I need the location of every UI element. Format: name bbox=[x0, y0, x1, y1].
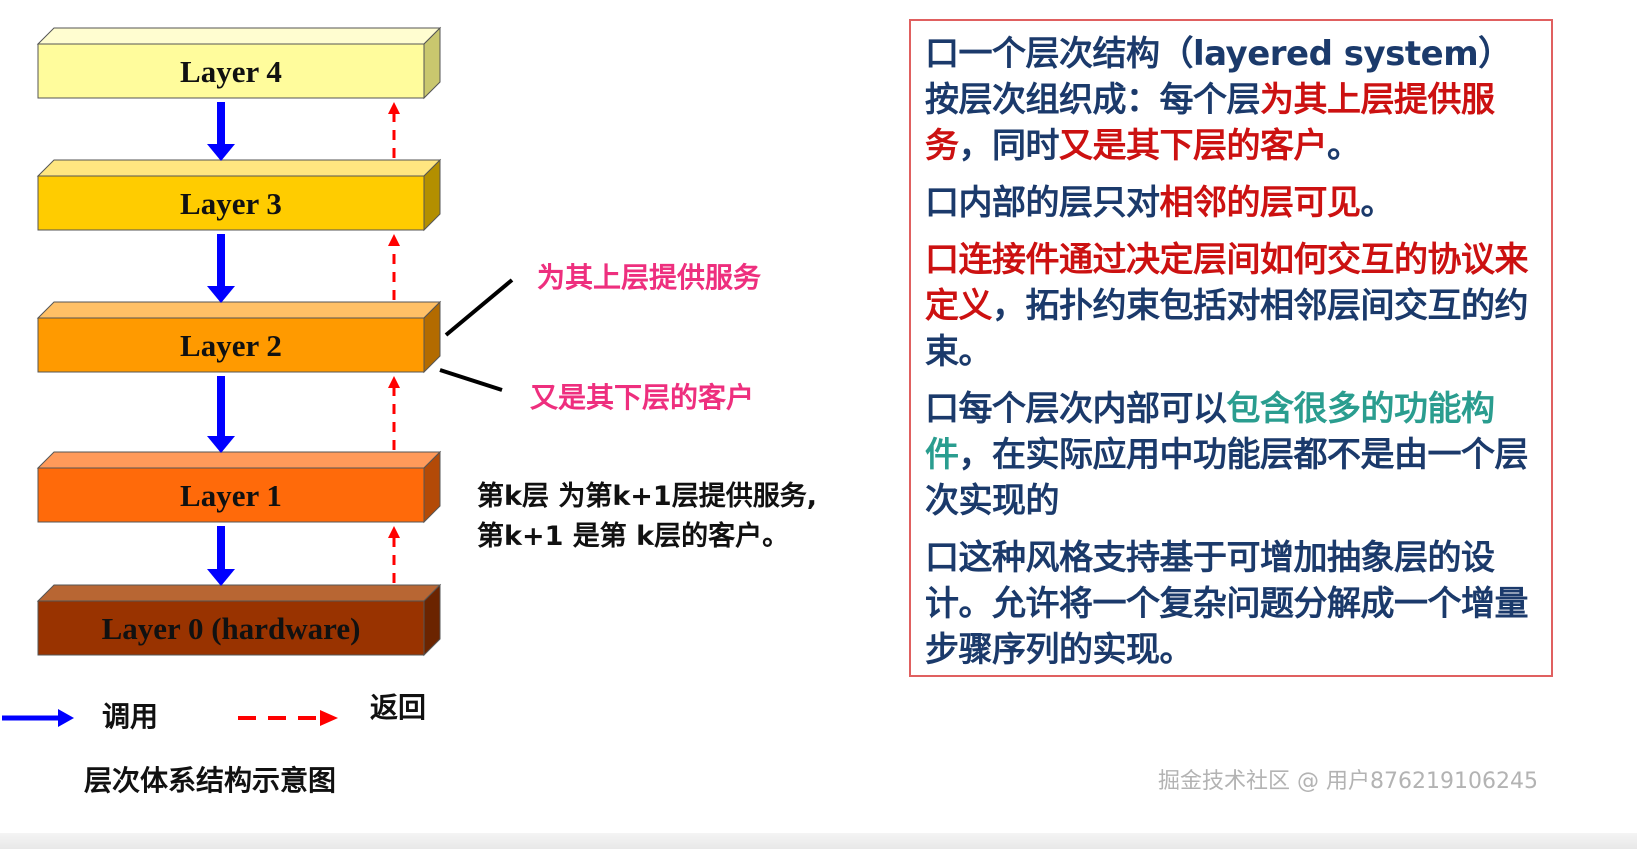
p3-text-b: ，拓扑约束包括对相邻层间交互的约束。 bbox=[925, 286, 1529, 372]
layer-top-face bbox=[36, 451, 442, 469]
p1-highlight-provides: 为其上层提供服务 bbox=[925, 80, 1495, 166]
watermark: 掘金技术社区 @ 用户876219106245 bbox=[1158, 769, 1538, 794]
layer-front-face bbox=[37, 467, 425, 523]
description-box: 口一个层次结构（layered system）按层次组织成：每个层为其上层提供服… bbox=[909, 19, 1553, 677]
client-label: 又是其下层的客户 bbox=[530, 381, 754, 414]
layer-label: Layer 2 bbox=[180, 328, 282, 363]
return-arrow-head bbox=[388, 526, 400, 538]
p2-highlight-adjacent: 相邻的层可见 bbox=[1159, 183, 1362, 223]
paragraph-visibility: 口内部的层只对相邻的层可见。 bbox=[925, 180, 1537, 226]
p2-text-a: 口内部的层只对 bbox=[925, 183, 1160, 223]
p1-highlight-client: 又是其下层的客户 bbox=[1059, 126, 1328, 166]
call-arrow-head bbox=[207, 144, 235, 161]
layer-box-3: Layer 3 bbox=[36, 158, 442, 232]
call-arrow-head bbox=[207, 569, 235, 586]
layer-box-2: Layer 2 bbox=[36, 300, 442, 374]
paragraph-components: 口每个层次内部可以包含很多的功能构件，在实际应用中功能层都不是由一个层次实现的 bbox=[925, 386, 1537, 524]
layer-box-0: Layer 0 (hardware) bbox=[36, 583, 442, 657]
layer-relation-note-line1: 第k层 为第k+1层提供服务, bbox=[477, 480, 817, 512]
legend-call-label: 调用 bbox=[102, 700, 158, 733]
layer-top-face bbox=[36, 159, 442, 177]
client-connector-line bbox=[439, 368, 503, 392]
layer-box-1: Layer 1 bbox=[36, 450, 442, 524]
layer-top-face bbox=[36, 27, 442, 45]
layer-relation-note-line2: 第k+1 是第 k层的客户。 bbox=[477, 520, 789, 552]
layer-label: Layer 1 bbox=[180, 478, 282, 513]
layer-top-face bbox=[36, 584, 442, 602]
return-arrow-head bbox=[388, 376, 400, 388]
layers-stack: Layer 4 Layer 3 Layer 2 Layer 1 Layer 0 (har… bbox=[36, 26, 442, 657]
legend-return-arrowhead bbox=[320, 710, 338, 726]
layer-front-face bbox=[37, 600, 425, 656]
diagram-caption: 层次体系结构示意图 bbox=[84, 764, 336, 797]
layer-top-face bbox=[36, 301, 442, 319]
layer-label: Layer 3 bbox=[180, 186, 282, 221]
layered-architecture-diagram: Layer 4 Layer 3 Layer 2 Layer 1 Layer 0 (har… bbox=[2, 26, 817, 797]
p2-text-c: 。 bbox=[1360, 183, 1395, 223]
call-arrow-head bbox=[207, 286, 235, 303]
provides-service-label: 为其上层提供服务 bbox=[537, 261, 761, 294]
p1-text-a: 口一个层次结构（layered system）按层次组织成：每个层 bbox=[925, 34, 1512, 120]
call-arrow-head bbox=[207, 436, 235, 453]
p3-highlight-protocol: 口连接件通过决定层间如何交互的协议来定义 bbox=[925, 240, 1529, 326]
layer-front-face bbox=[37, 43, 425, 99]
paragraph-layered-system: 口一个层次结构（layered system）按层次组织成：每个层为其上层提供服… bbox=[925, 31, 1537, 169]
p5-text: 口这种风格支持基于可增加抽象层的设计。允许将一个复杂问题分解成一个增量步骤序列的… bbox=[925, 538, 1529, 670]
p4-text-c: ，在实际应用中功能层都不是由一个层次实现的 bbox=[925, 435, 1529, 521]
layer-front-face bbox=[37, 175, 425, 231]
layer-front-face bbox=[37, 317, 425, 373]
paragraph-connectors: 口连接件通过决定层间如何交互的协议来定义，拓扑约束包括对相邻层间交互的约束。 bbox=[925, 237, 1537, 375]
p4-highlight-components: 包含很多的功能构件 bbox=[925, 389, 1495, 475]
return-arrow-head bbox=[388, 234, 400, 246]
p4-text-a: 口每个层次内部可以 bbox=[925, 389, 1227, 429]
provides-connector-line bbox=[444, 278, 514, 337]
layer-box-4: Layer 4 bbox=[36, 26, 442, 100]
p1-text-c: ，同时 bbox=[958, 126, 1060, 166]
p1-text-e: 。 bbox=[1327, 126, 1361, 166]
paragraph-abstraction: 口这种风格支持基于可增加抽象层的设计。允许将一个复杂问题分解成一个增量步骤序列的… bbox=[925, 535, 1537, 673]
legend-call-arrowhead bbox=[58, 709, 74, 727]
layer-label: Layer 4 bbox=[180, 54, 282, 89]
layer-label: Layer 0 (hardware) bbox=[102, 611, 361, 646]
return-arrow-head bbox=[388, 102, 400, 114]
page-bottom-edge bbox=[0, 833, 1637, 849]
legend-return-label: 返回 bbox=[370, 691, 426, 724]
